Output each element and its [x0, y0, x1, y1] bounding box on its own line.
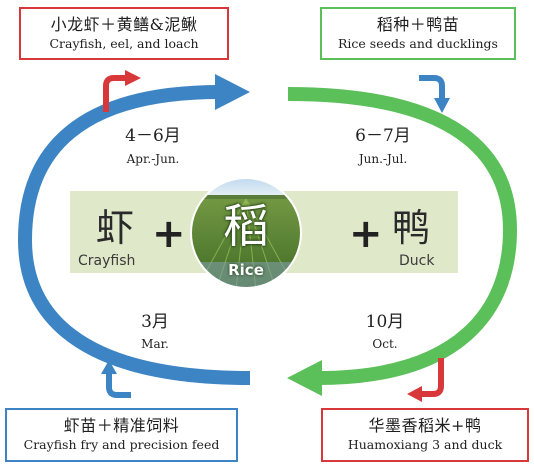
duck-en: Duck	[399, 253, 435, 269]
box-crayfish-eel-loach-en: Crayfish, eel, and loach	[49, 36, 199, 51]
box-crayfish-fry-feed-en: Crayfish fry and precision feed	[23, 437, 220, 452]
period-apr-jun-en: Apr.-Jun.	[126, 152, 180, 166]
cycle-arrow-blue	[17, 85, 251, 385]
box-rice-seeds-ducklings: 稻种＋鸭苗 Rice seeds and ducklings	[320, 7, 516, 60]
period-mar-en: Mar.	[141, 337, 169, 351]
crayfish-en: Crayfish	[78, 253, 136, 269]
cycle-arrow-green-head	[287, 360, 322, 396]
curved-arrow-red-topleft	[103, 75, 128, 112]
curved-arrow-red-bottomright	[420, 358, 444, 397]
box-huamoxiang-duck: 华墨香稻米+鸭 Huamoxiang 3 and duck	[321, 408, 529, 462]
period-jun-jul-zh: 6－7月	[355, 126, 411, 146]
crayfish-zh: 虾	[96, 206, 135, 250]
curved-arrow-blue-bottomleft	[106, 372, 131, 398]
cycle-arrow-green	[287, 87, 518, 385]
period-oct-zh: 10月	[365, 312, 405, 332]
period-jun-jul-en: Jun.-Jul.	[358, 152, 408, 166]
cycle-arrow-blue-head	[215, 74, 250, 110]
box-huamoxiang-duck-zh: 华墨香稻米+鸭	[368, 416, 482, 435]
box-rice-seeds-ducklings-en: Rice seeds and ducklings	[338, 36, 498, 51]
period-apr-jun-zh: 4－6月	[125, 126, 181, 146]
box-rice-seeds-ducklings-zh: 稻种＋鸭苗	[376, 15, 460, 34]
plus-left: +	[152, 211, 186, 257]
duck-zh: 鸭	[392, 206, 431, 250]
rice-en: Rice	[228, 261, 264, 279]
box-crayfish-eel-loach: 小龙虾＋黄鳝&泥鳅 Crayfish, eel, and loach	[19, 7, 229, 60]
rice-zh: 稻	[223, 199, 269, 253]
period-mar-zh: 3月	[141, 312, 169, 332]
box-huamoxiang-duck-en: Huamoxiang 3 and duck	[347, 437, 503, 452]
box-crayfish-eel-loach-zh: 小龙虾＋黄鳝&泥鳅	[50, 15, 198, 34]
curved-arrow-blue-topright	[419, 75, 445, 100]
plus-right: +	[349, 211, 383, 257]
period-oct-en: Oct.	[372, 337, 398, 351]
box-crayfish-fry-feed: 虾苗＋精准饲料 Crayfish fry and precision feed	[5, 408, 238, 462]
box-crayfish-fry-feed-zh: 虾苗＋精准饲料	[63, 416, 180, 435]
